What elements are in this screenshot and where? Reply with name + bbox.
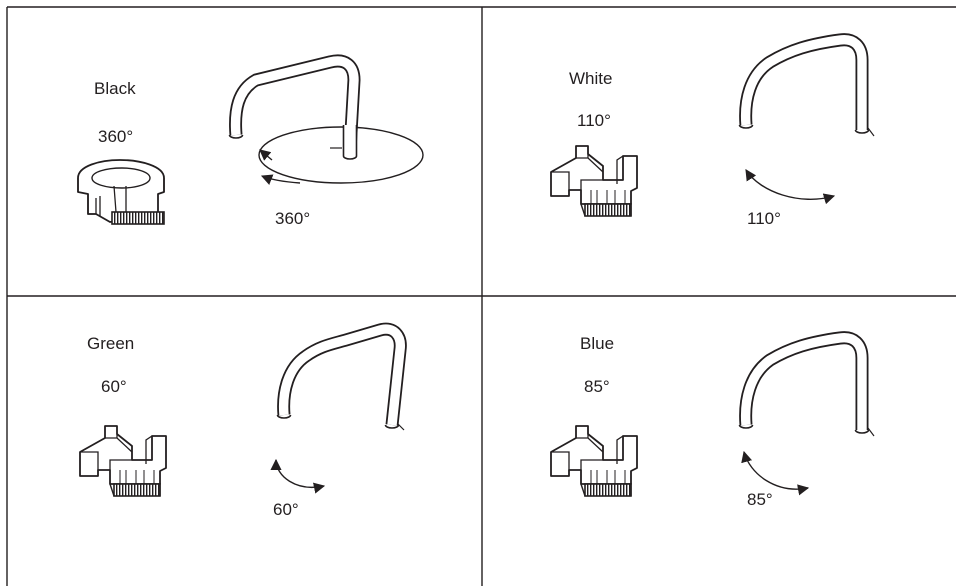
white-spout-icon [738,33,875,205]
grid-lines [6,6,956,586]
green-spout-icon [270,322,407,494]
green-limiter-clip-icon [79,425,167,497]
green-rotation-angle: 60° [273,500,299,519]
blue-spout-icon [738,331,875,496]
blue-rotation-angle: 85° [747,490,773,509]
white-limiter-clip-icon [550,145,638,217]
black-limiter-ring-icon [77,159,165,225]
white-limiter-angle: 110° [577,111,611,130]
black-color-label: Black [94,79,136,98]
green-color-label: Green [87,334,135,353]
green-limiter-angle: 60° [101,377,127,396]
black-limiter-angle: 360° [98,127,134,146]
black-rotation-angle: 360° [275,209,311,228]
blue-color-label: Blue [580,334,615,353]
white-rotation-angle: 110° [747,209,781,228]
blue-limiter-angle: 85° [584,377,610,396]
white-color-label: White [569,69,613,88]
blue-limiter-clip-icon [550,425,638,497]
black-spout-icon [228,54,424,185]
